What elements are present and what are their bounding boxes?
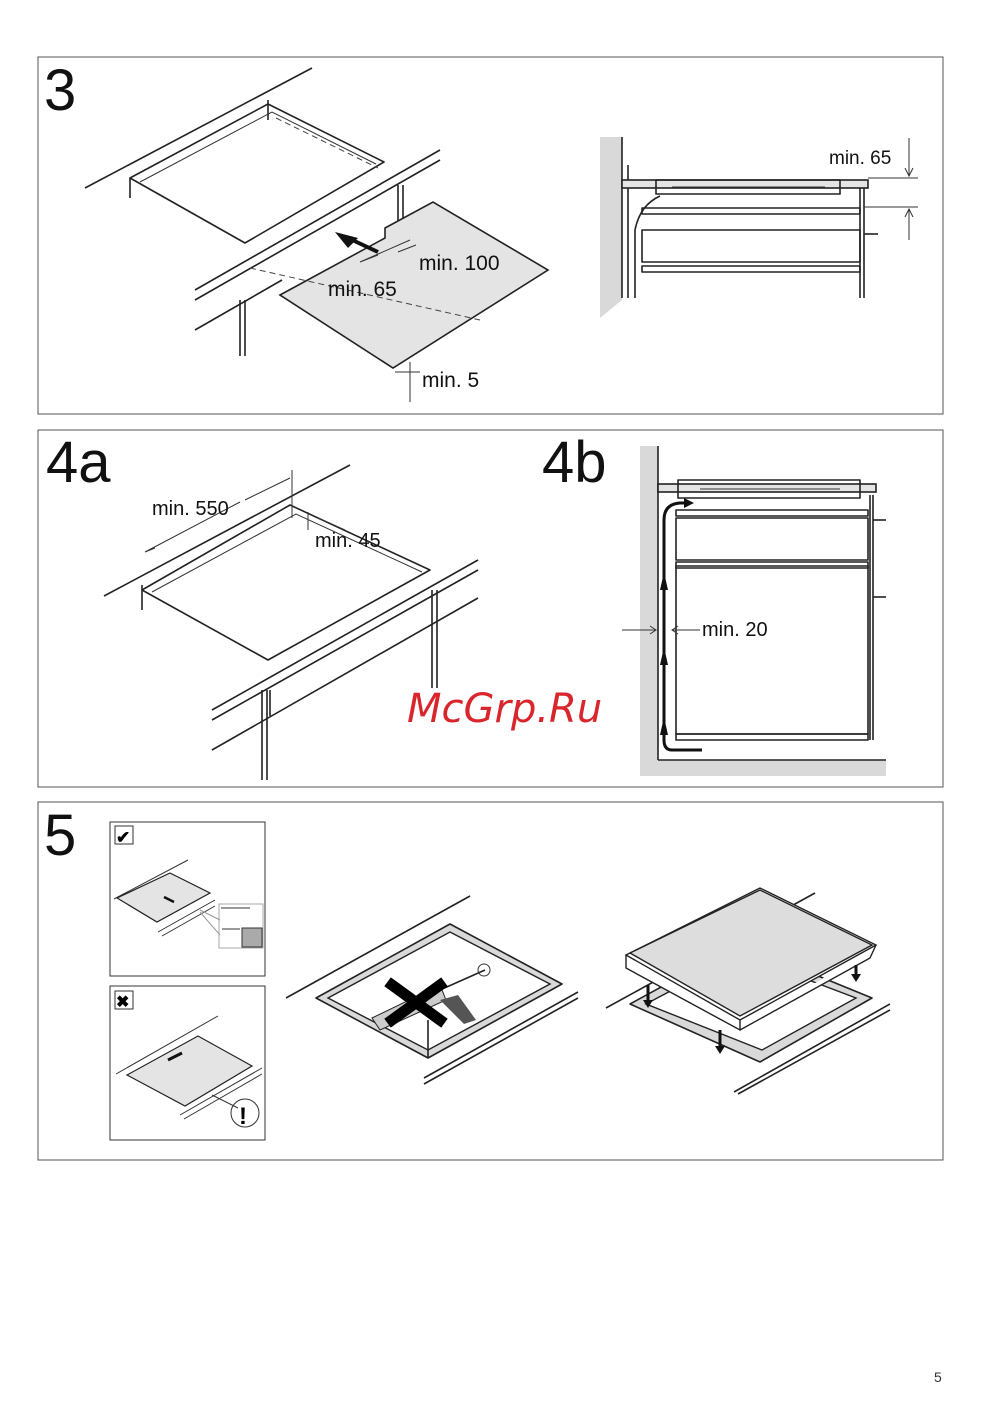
dimension-label: min. 65 <box>328 278 397 301</box>
dimension-label: min. 100 <box>419 252 500 275</box>
dimension-label: min. 45 <box>315 530 381 552</box>
dimension-label: min. 550 <box>152 498 229 520</box>
dimension-label: min. 20 <box>702 619 768 641</box>
correct-placement-box: ✔ <box>109 821 266 977</box>
no-sealant-drawing <box>285 895 579 1085</box>
step-number: 4a <box>46 430 111 495</box>
step-3-panel: 3 min. 100 min. 65 min. 5 <box>37 56 944 415</box>
page-number: 5 <box>934 1369 942 1385</box>
warning-icon: ! <box>239 1103 247 1130</box>
dimension-label: min. 5 <box>422 369 479 392</box>
incorrect-placement-box: ✖ ! <box>109 985 266 1141</box>
ventilation-section-drawing: min. 20 <box>622 446 886 776</box>
watermark: McGrp.Ru <box>407 686 602 732</box>
check-icon: ✔ <box>116 828 130 847</box>
side-section-drawing: min. 65 <box>600 137 918 318</box>
cross-icon: ✖ <box>116 994 129 1011</box>
step-number: 5 <box>44 803 76 868</box>
step-number: 4b <box>542 430 607 495</box>
worktop-cutout-drawing: min. 100 min. 65 min. 5 <box>84 67 550 402</box>
step-5-panel: 5 ✔ ✖ ! <box>37 801 944 1161</box>
step-number: 3 <box>44 58 76 123</box>
dimension-label: min. 65 <box>829 148 891 169</box>
worktop-dimensions-drawing: min. 550 min. 45 <box>103 464 479 780</box>
step-4-panel: 4a 4b min. 550 min. 45 <box>37 429 944 788</box>
hob-insertion-drawing <box>605 887 891 1095</box>
